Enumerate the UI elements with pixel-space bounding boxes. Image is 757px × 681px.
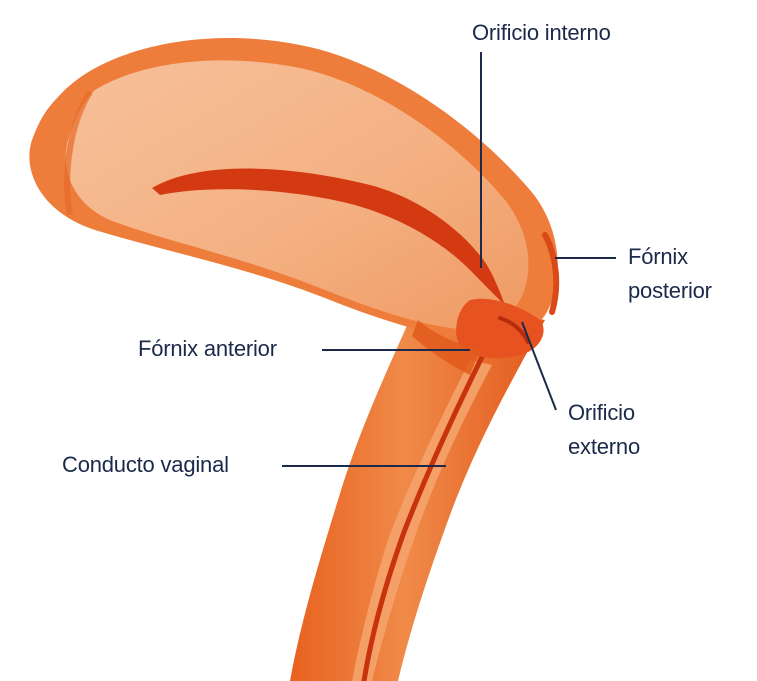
vaginal-lining: [352, 360, 492, 681]
label-orificio-interno: Orificio interno: [472, 20, 611, 45]
label-orificio-externo: Orificio externo: [568, 396, 640, 464]
uterus-fold-edge: [64, 90, 93, 216]
label-orificio-externo-line1: Orificio: [568, 400, 635, 425]
leader-orificio-externo: [521, 321, 557, 411]
cervix: [456, 298, 544, 359]
anterior-fornix-shade: [412, 320, 480, 375]
posterior-fornix-rim: [542, 232, 560, 315]
label-fornix-anterior: Fórnix anterior: [138, 336, 277, 361]
label-fornix-posterior-line1: Fórnix: [628, 244, 688, 269]
label-conducto-vaginal: Conducto vaginal: [62, 452, 229, 477]
label-fornix-posterior-line2: posterior: [628, 278, 712, 303]
uterine-cavity: [152, 168, 505, 305]
label-fornix-posterior: Fórnix posterior: [628, 240, 712, 308]
external-os: [498, 316, 530, 344]
vaginal-canal-line: [361, 342, 491, 681]
uterus-body: [65, 60, 529, 329]
label-orificio-externo-line2: externo: [568, 434, 640, 459]
